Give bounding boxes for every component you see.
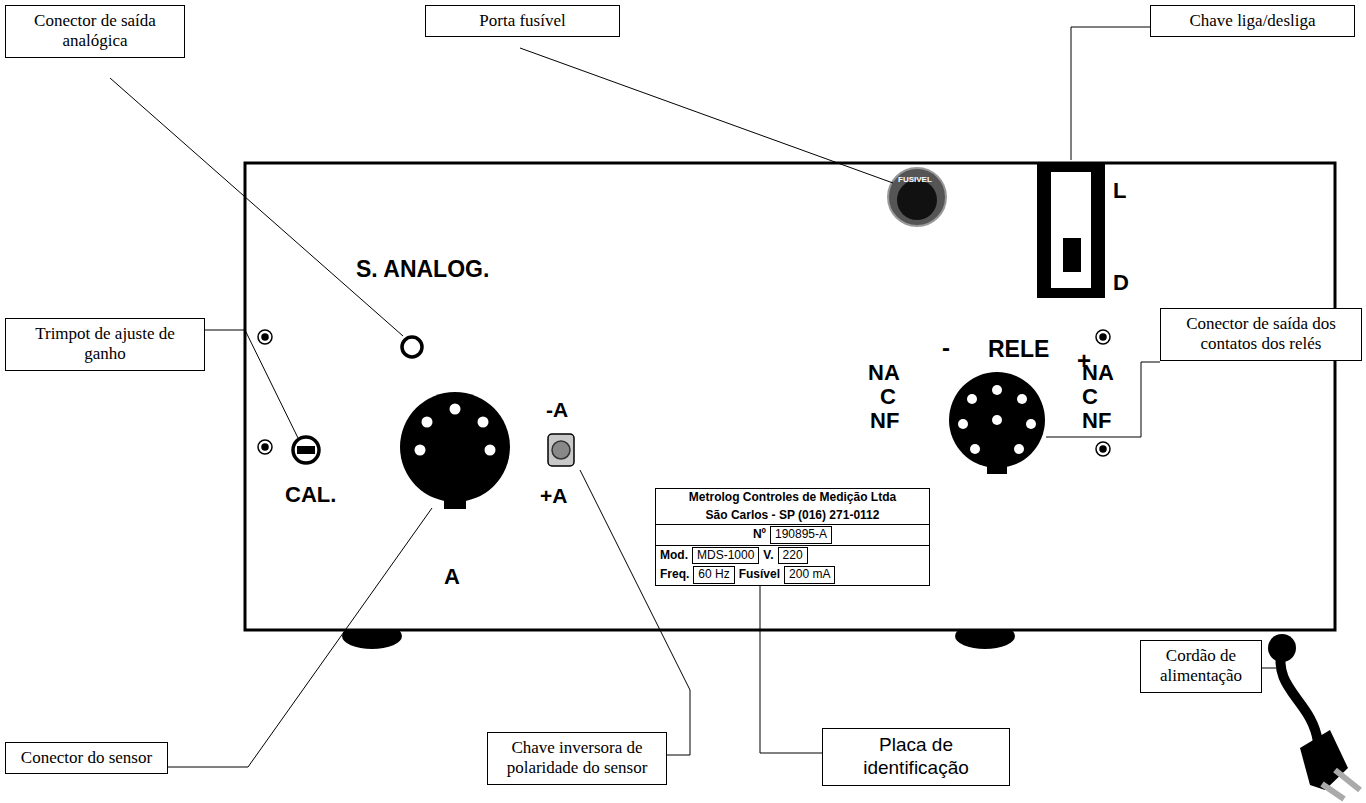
- callout-box: Chave liga/desliga: [1150, 5, 1355, 37]
- relay-connector: [949, 372, 1045, 474]
- callout-text: Conector do sensor: [14, 748, 159, 768]
- plate-field: Nº: [753, 527, 766, 543]
- plate-field: Metrolog Controles de Medição Ltda: [689, 490, 896, 506]
- switch-label: L: [1113, 180, 1126, 202]
- plug-prong: [1322, 784, 1344, 799]
- plate-row: Nº190895-A: [656, 525, 929, 546]
- pin-name: NF: [870, 410, 899, 432]
- plate-field: Mod.: [660, 548, 688, 564]
- callout-box: Conector de saída dos contatos dos relés: [1160, 308, 1362, 361]
- callout-text: Cordão de alimentação: [1149, 646, 1253, 687]
- callout-box: Cordão de alimentação: [1140, 640, 1262, 693]
- polarity-label: -A: [546, 399, 568, 420]
- plate-row: Metrolog Controles de Medição Ltda: [656, 489, 929, 507]
- leader-line: [110, 27, 1276, 767]
- rear-panel: [245, 163, 1335, 630]
- panel-label: CAL.: [285, 484, 336, 506]
- switch-label: D: [1113, 272, 1129, 294]
- identification-plate: Metrolog Controles de Medição LtdaSão Ca…: [655, 488, 930, 586]
- callout-text: Chave liga/desliga: [1159, 11, 1346, 31]
- callout-box: Trimpot de ajuste de ganho: [5, 318, 205, 371]
- callout-text: Conector de saída dos contatos dos relés: [1169, 314, 1353, 355]
- pin-name: NA: [868, 362, 900, 384]
- power-switch: [1037, 162, 1105, 298]
- power-switch: [1063, 238, 1081, 272]
- analog-jack: [402, 337, 422, 357]
- plate-value: 200 mA: [784, 566, 835, 584]
- panel-label: A: [444, 566, 460, 588]
- pin-name: NA: [1082, 362, 1114, 384]
- plate-field: V.: [763, 548, 773, 564]
- polarity-switch: [548, 434, 574, 466]
- callout-text: Porta fusível: [434, 11, 611, 31]
- plate-field: São Carlos - SP (016) 271-0112: [706, 508, 880, 524]
- panel-label: S. ANALOG.: [356, 258, 489, 281]
- power-plug: [1300, 730, 1348, 790]
- fuse-holder: [897, 180, 937, 220]
- plug-prong: [1335, 770, 1360, 790]
- plate-row: Mod.MDS-1000V. 220: [656, 546, 929, 566]
- callout-box: Placa de identificação: [822, 728, 1010, 786]
- callout-box: Conector de saída analógica: [5, 5, 185, 58]
- plate-field: Fusível: [739, 567, 780, 583]
- polarity-label: -: [942, 336, 950, 360]
- power-cord: [1280, 648, 1318, 742]
- pin-name: NF: [1082, 410, 1111, 432]
- callout-box: Conector do sensor: [5, 742, 168, 774]
- leader-connector: [760, 586, 822, 753]
- plate-value: 190895-A: [770, 526, 832, 544]
- polarity-switch: [552, 441, 570, 459]
- callout-text: Placa de identificação: [831, 734, 1001, 780]
- panel-label: RELE: [988, 338, 1049, 361]
- plate-row: Freq.60 Hz Fusível200 mA: [656, 565, 929, 585]
- plate-value: MDS-1000: [692, 547, 759, 565]
- trimpot: [297, 446, 315, 454]
- callout-text: Trimpot de ajuste de ganho: [14, 324, 196, 365]
- fuse-holder: [888, 168, 946, 226]
- callout-text: Conector de saída analógica: [14, 11, 176, 52]
- plate-value: 220: [778, 547, 808, 565]
- power-cord: [1268, 634, 1296, 662]
- plate-row: São Carlos - SP (016) 271-0112: [656, 507, 929, 526]
- plate-value: 60 Hz: [693, 566, 734, 584]
- fuse-label: FUSIVEL: [898, 176, 932, 184]
- plate-field: Freq.: [660, 567, 689, 583]
- pin-name: C: [880, 386, 896, 408]
- callout-text: Chave inversora de polaridade do sensor: [496, 738, 658, 779]
- callout-box: Porta fusível: [425, 5, 620, 37]
- pin-name: C: [1082, 386, 1098, 408]
- trimpot: [293, 437, 319, 463]
- polarity-label: +A: [540, 485, 567, 506]
- power-switch: [1051, 172, 1091, 288]
- callout-box: Chave inversora de polaridade do sensor: [487, 732, 667, 785]
- sensor-connector: [400, 392, 510, 509]
